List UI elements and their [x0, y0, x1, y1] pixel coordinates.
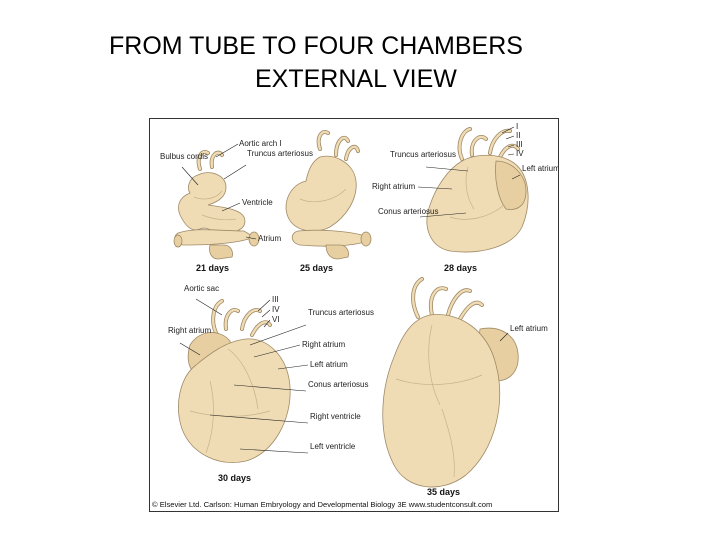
- panel-35-days: [383, 279, 519, 487]
- label-arch-ii-28: II: [516, 131, 520, 140]
- label-arch-iv-30: IV: [272, 305, 280, 314]
- label-arch-iii-28: III: [516, 140, 523, 149]
- label-arch-iv-28: IV: [516, 149, 524, 158]
- figure-drawing: Aortic arch I Bulbus cordis Truncus arte…: [150, 119, 558, 511]
- label-truncus-arteriosus-30: Truncus arteriosus: [308, 308, 374, 317]
- label-truncus-arteriosus-21: Truncus arteriosus: [247, 149, 313, 158]
- label-aortic-arch-i: Aortic arch I: [239, 139, 282, 148]
- label-conus-arteriosus-28: Conus arteriosus: [378, 207, 438, 216]
- day-label-25: 25 days: [300, 263, 333, 273]
- label-arch-vi-30: VI: [272, 315, 280, 324]
- label-left-atrium-35: Left atrium: [510, 324, 548, 333]
- figure-credit: © Elsevier Ltd. Carlson: Human Embryolog…: [152, 500, 492, 509]
- title-line-1: FROM TUBE TO FOUR CHAMBERS: [0, 30, 720, 63]
- label-left-atrium-28: Left atrium: [522, 164, 558, 173]
- label-right-atrium-30a: Right atrium: [168, 326, 211, 335]
- day-label-35: 35 days: [427, 487, 460, 497]
- heart-development-figure: Aortic arch I Bulbus cordis Truncus arte…: [149, 118, 559, 512]
- label-arch-i-28: I: [516, 122, 518, 131]
- day-label-21: 21 days: [196, 263, 229, 273]
- day-label-30: 30 days: [218, 473, 251, 483]
- label-bulbus-cordis: Bulbus cordis: [160, 152, 208, 161]
- label-conus-arteriosus-30: Conus arteriosus: [308, 380, 368, 389]
- panel-28-days: [427, 129, 528, 252]
- label-atrium-21: Atrium: [258, 234, 281, 243]
- label-right-atrium-28: Right atrium: [372, 182, 415, 191]
- label-left-atrium-30: Left atrium: [310, 360, 348, 369]
- day-label-28: 28 days: [444, 263, 477, 273]
- label-truncus-arteriosus-28: Truncus arteriosus: [390, 150, 456, 159]
- label-arch-iii-30: III: [272, 295, 279, 304]
- label-ventricle-21: Ventricle: [242, 198, 273, 207]
- label-right-atrium-30b: Right atrium: [302, 340, 345, 349]
- label-right-ventricle-30: Right ventricle: [310, 412, 361, 421]
- label-aortic-sac: Aortic sac: [184, 284, 219, 293]
- title-line-2: EXTERNAL VIEW: [0, 63, 720, 96]
- label-left-ventricle-30: Left ventricle: [310, 442, 356, 451]
- slide-title: FROM TUBE TO FOUR CHAMBERS EXTERNAL VIEW: [0, 30, 720, 96]
